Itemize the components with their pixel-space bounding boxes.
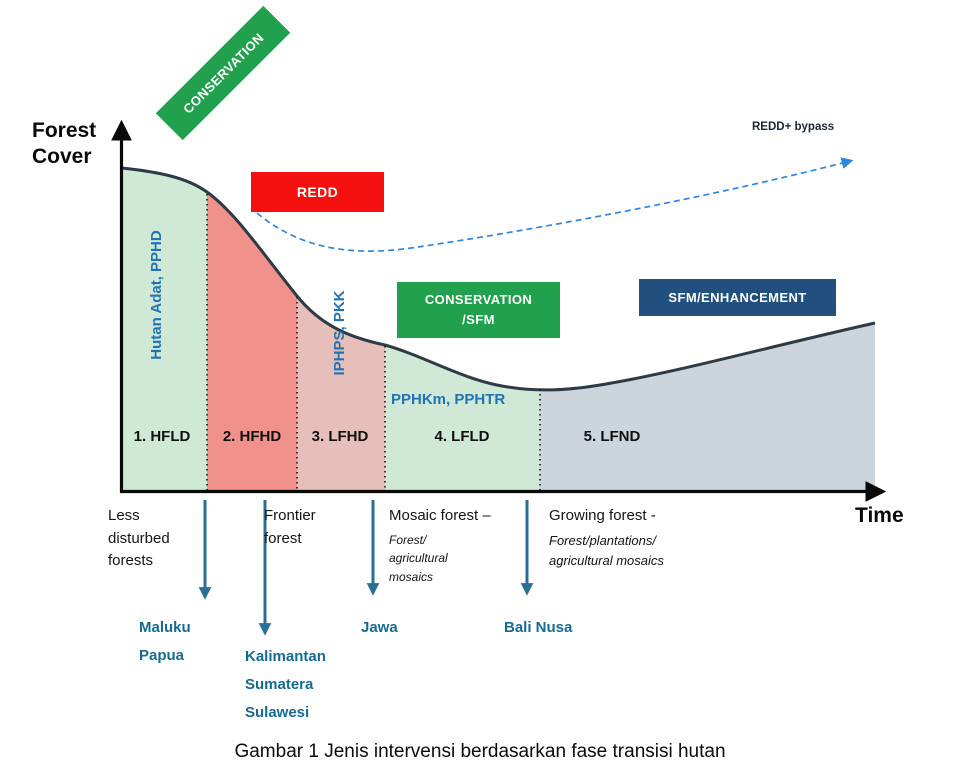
forest-cover-axis-label: Forest Cover xyxy=(32,119,97,169)
intervention-pphkm-pphtr: PPHKm, PPHTR xyxy=(391,391,506,408)
phase-2-area xyxy=(207,192,297,493)
redd-bypass-label: REDD+ bypass xyxy=(752,121,835,133)
forest-transition-curve xyxy=(121,166,876,392)
forest-type-subtitle: Forest/plantations/ agricultural mosaics xyxy=(549,532,664,568)
phase-label-lfhd: 3. LFHD xyxy=(311,428,369,445)
forest-type-subtitle: Forest/ agricultural mosaics xyxy=(389,532,448,584)
conservation-sfm-badge: CONSERVATION /SFM xyxy=(397,282,560,338)
figure-caption: Gambar 1 Jenis intervensi berdasarkan fa… xyxy=(234,741,726,762)
region-label-maluku-papua: Maluku Papua xyxy=(139,619,191,664)
forest-type-title: Growing forest - xyxy=(549,507,656,524)
forest-type-title: Mosaic forest – xyxy=(389,507,491,524)
region-label-kalimantan: Kalimantan Sumatera Sulawesi xyxy=(245,648,326,721)
phase-3-area xyxy=(297,296,385,493)
phase-5-area xyxy=(540,323,875,493)
forest-type-growing: Growing forest - Forest/plantations/ agr… xyxy=(549,505,664,571)
forest-type-title: Less disturbed forests xyxy=(108,507,170,569)
forest-type-title: Frontier forest xyxy=(264,507,316,547)
phase-1-area xyxy=(122,168,207,493)
forest-type-mosaic: Mosaic forest – Forest/ agricultural mos… xyxy=(389,505,491,586)
region-label-jawa: Jawa xyxy=(361,619,398,636)
phase-label-hfhd: 2. HFHD xyxy=(222,428,282,445)
intervention-hutan-adat-pphd: Hutan Adat, PPHD xyxy=(148,230,165,360)
redd-badge: REDD xyxy=(251,172,384,212)
time-axis-label: Time xyxy=(855,504,904,527)
forest-type-less-disturbed: Less disturbed forests xyxy=(108,505,170,573)
phase-label-hfld: 1. HFLD xyxy=(133,428,191,445)
region-label-bali-nusa: Bali Nusa xyxy=(504,619,573,636)
phase-label-lfnd: 5. LFND xyxy=(583,428,641,445)
forest-type-frontier: Frontier forest xyxy=(264,505,316,550)
phase-4-area xyxy=(385,345,540,493)
sfm-enhancement-badge: SFM/ENHANCEMENT xyxy=(639,279,836,316)
intervention-iphps-pkk: IPHPS, PKK xyxy=(331,290,348,376)
phase-label-lfld: 4. LFLD xyxy=(434,428,490,445)
redd-bypass-arrow xyxy=(256,157,854,252)
